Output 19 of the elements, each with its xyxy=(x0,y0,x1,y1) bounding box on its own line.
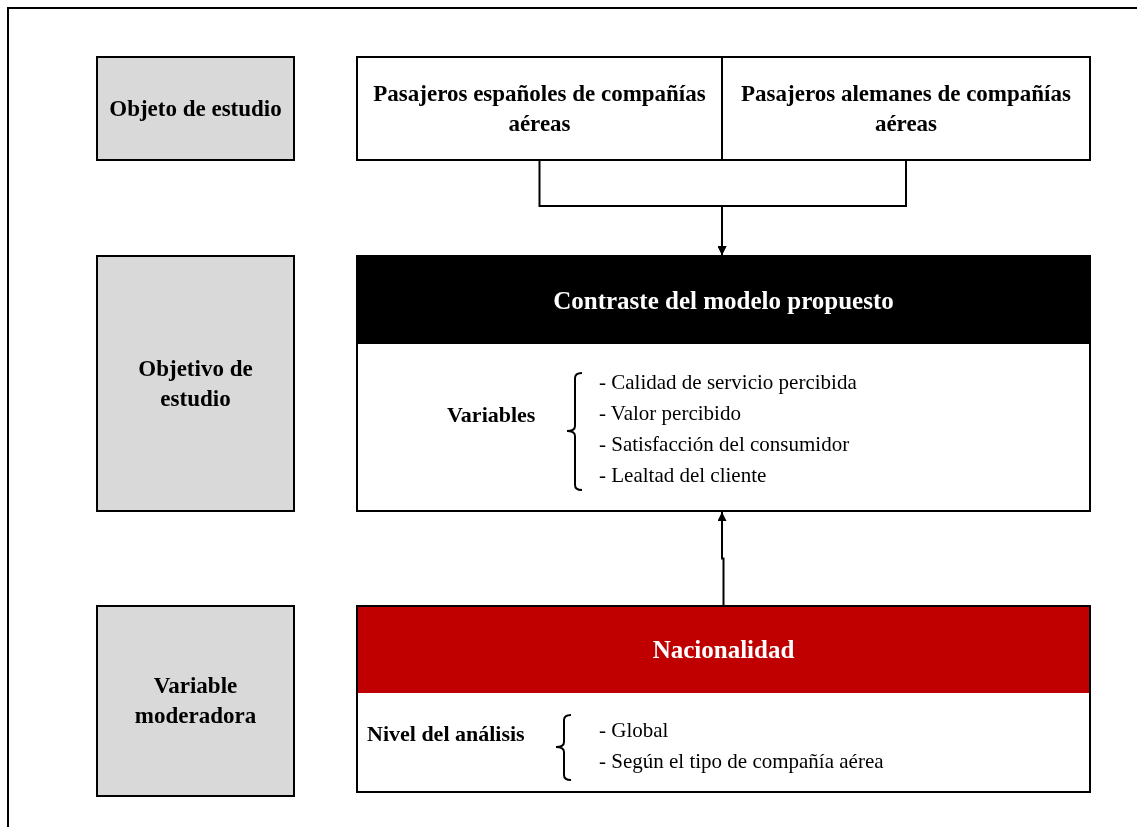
list-item: - Lealtad del cliente xyxy=(599,463,767,488)
list-item: - Satisfacción del consumidor xyxy=(599,432,850,457)
list-item: - Calidad de servicio percibida xyxy=(599,370,857,395)
panel-box xyxy=(356,605,1091,793)
arrow xyxy=(717,160,907,256)
variable-label: Nivel del análisis xyxy=(367,721,525,747)
category-box: Variable moderadora xyxy=(96,605,295,797)
list-item: - Global xyxy=(599,718,669,743)
list-item: - Valor percibido xyxy=(599,401,741,426)
list-item: - Según el tipo de compañía aérea xyxy=(599,749,884,774)
panel-header: Contraste del modelo propuesto xyxy=(358,257,1089,344)
panel-box xyxy=(356,255,1091,512)
group-box: Pasajeros alemanes de compañías aéreas xyxy=(721,56,1091,161)
panel-header: Nacionalidad xyxy=(358,607,1089,693)
variable-label: Variables xyxy=(447,402,536,428)
category-box: Objetivo de estudio xyxy=(96,255,295,512)
group-box: Pasajeros españoles de compañías aéreas xyxy=(356,56,723,161)
arrow xyxy=(717,511,727,606)
category-box: Objeto de estudio xyxy=(96,56,295,161)
